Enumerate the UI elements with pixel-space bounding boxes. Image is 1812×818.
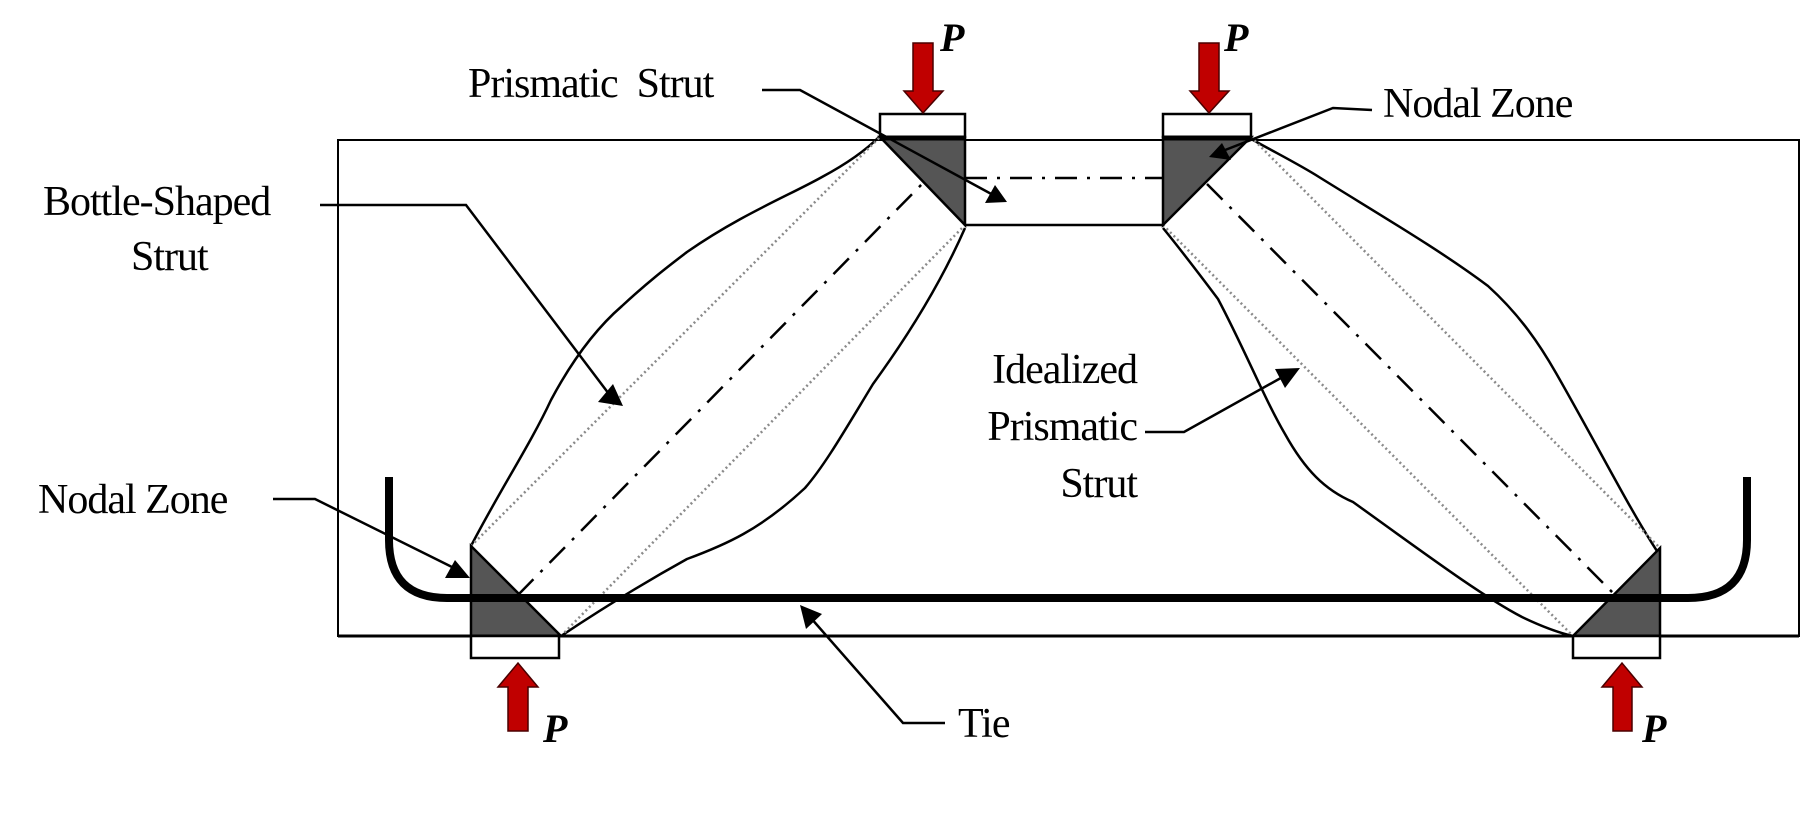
label-prismatic-strut: Prismatic Strut: [468, 61, 715, 107]
label-idealized-line3: Strut: [1060, 461, 1138, 507]
nodal-zone-top-right: [1161, 135, 1255, 229]
label-nodal-zone-top: Nodal Zone: [1383, 81, 1573, 127]
right-idealized-strut-edge-upper: [1250, 136, 1661, 549]
load-arrow-bottom-right-icon: [1600, 661, 1644, 732]
bearing-plate-bottom-left: [469, 634, 561, 660]
left-idealized-strut-edge-upper: [470, 136, 881, 547]
load-label-top-right: P: [1223, 15, 1249, 60]
leader-bottle-shaped-strut: [320, 203, 613, 399]
label-nodal-zone-bottom: Nodal Zone: [38, 477, 228, 523]
load-arrow-top-left-icon: [902, 42, 945, 115]
leader-prismatic-strut: [762, 88, 996, 198]
leader-tie: [809, 616, 945, 725]
bearing-plate-bottom-right: [1571, 634, 1662, 660]
nodal-zone-bottom-left: [469, 542, 565, 638]
leader-idealized-prismatic-strut: [1145, 372, 1289, 434]
label-bottle-shaped-line2: Strut: [131, 234, 209, 280]
load-arrow-bottom-left-icon: [496, 661, 540, 732]
left-bottle-strut-outer-curve: [469, 136, 880, 547]
nodal-zone-bottom-right: [1570, 544, 1662, 638]
right-bottle-strut-inner-curve: [1162, 227, 1574, 638]
left-idealized-strut-edge-lower: [560, 224, 966, 637]
label-idealized-line1: Idealized: [992, 347, 1138, 393]
arrowhead-idealized-strut-icon: [1275, 368, 1300, 388]
load-label-top-left: P: [939, 15, 965, 60]
right-strut-centerline: [1206, 183, 1618, 598]
load-label-bottom-left: P: [542, 706, 568, 751]
arrowhead-nodal-zone-bottom-icon: [445, 560, 470, 578]
left-strut-centerline: [517, 183, 923, 596]
leader-nodal-zone-bottom: [273, 497, 459, 572]
right-idealized-strut-edge-lower: [1162, 224, 1574, 637]
leader-nodal-zone-top: [1219, 106, 1373, 154]
arrowhead-bottle-shaped-strut-icon: [598, 384, 623, 406]
label-tie: Tie: [958, 701, 1010, 747]
nodal-zone-top-left: [877, 135, 967, 229]
load-label-bottom-right: P: [1641, 706, 1667, 751]
bearing-plate-top-right: [1161, 112, 1253, 139]
load-arrow-top-right-icon: [1188, 42, 1231, 115]
arrowhead-prismatic-strut-icon: [985, 185, 1007, 203]
right-bottle-strut-outer-curve: [1252, 138, 1659, 552]
arrowhead-nodal-zone-top-icon: [1209, 143, 1231, 160]
left-bottle-strut-inner-curve: [560, 227, 967, 638]
label-bottle-shaped-line1: Bottle-Shaped: [43, 179, 271, 225]
label-idealized-line2: Prismatic: [987, 404, 1137, 450]
arrowhead-tie-icon: [800, 605, 822, 629]
bearing-plate-top-left: [878, 112, 967, 139]
